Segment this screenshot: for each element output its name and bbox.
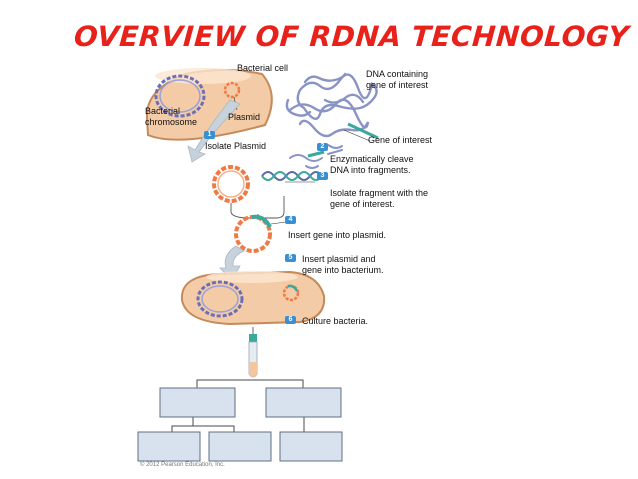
label-dna-containing: DNA containing gene of interest [366,69,429,90]
label-plasmid: Plasmid [228,112,261,122]
step-1-badge: 1 [204,131,215,139]
empty-box-4 [208,431,272,462]
label-bacterial-cell: Bacterial cell [237,63,289,73]
step-2-badge: 2 [317,143,328,151]
gene-segment-top [347,122,379,140]
step-3-badge: 3 [317,172,328,180]
empty-box-3 [137,431,201,462]
isolated-plasmid [212,165,250,203]
label-isolate-plasmid: Isolate Plasmid [205,141,267,151]
step-4-badge: 4 [285,216,296,224]
label-cleave: Enzymatically cleave DNA into fragments. [330,154,414,175]
empty-box-2 [265,387,342,418]
bacterial-chromosome-top [154,74,206,118]
copyright-notice: © 2012 Pearson Education, Inc. [140,462,225,468]
empty-box-5 [279,431,343,462]
label-bacterial-chromosome: Bacterial chromosome [145,106,198,127]
label-culture: Culture bacteria. [302,316,369,326]
label-insert-gene: Insert gene into plasmid. [288,230,387,240]
gene-fragment [307,150,325,158]
step-5-badge: 5 [285,254,296,262]
label-gene-of-interest: Gene of interest [368,135,433,145]
culture-tube [248,334,258,378]
flow-connectors [171,379,305,432]
bacterial-cell-bottom [180,270,326,326]
step-6-badge: 6 [285,316,296,324]
label-insert-plasmid: Insert plasmid and gene into bacterium. [302,254,384,275]
recombinant-plasmid [234,214,272,253]
label-isolate-fragment: Isolate fragment with the gene of intere… [330,188,429,209]
gene-helix [261,171,323,181]
empty-box-1 [159,387,236,418]
dna-tangle [285,72,378,138]
